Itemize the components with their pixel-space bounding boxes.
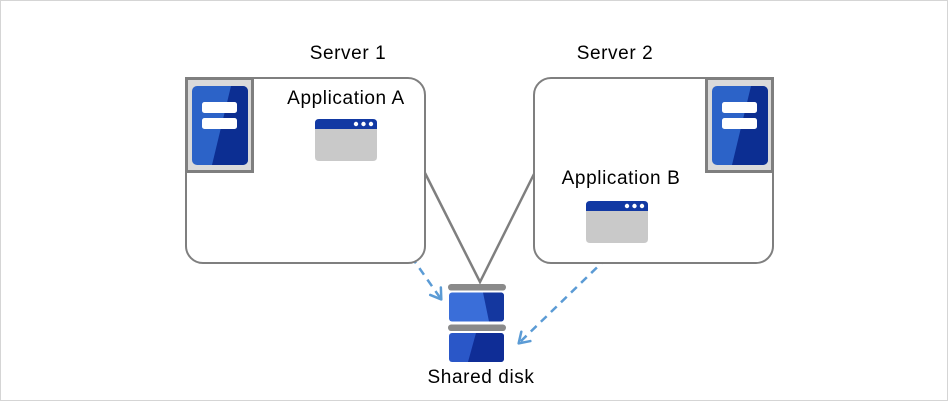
connector-servers-to-disk (423, 172, 536, 285)
tower-server-icon (191, 85, 248, 165)
server2-label: Server 2 (576, 43, 654, 64)
shared-disk-label: Shared disk (427, 367, 535, 388)
server1-tower-frame (185, 77, 254, 173)
shared-disk-icon (448, 284, 506, 362)
application-a-label: Application A (287, 88, 405, 109)
server2-tower-frame (705, 77, 774, 173)
server1-label: Server 1 (309, 43, 387, 64)
application-b-window-icon (586, 201, 648, 243)
tower-server-icon (711, 85, 768, 165)
application-a-window-icon (315, 119, 377, 161)
application-b-label: Application B (561, 168, 681, 189)
